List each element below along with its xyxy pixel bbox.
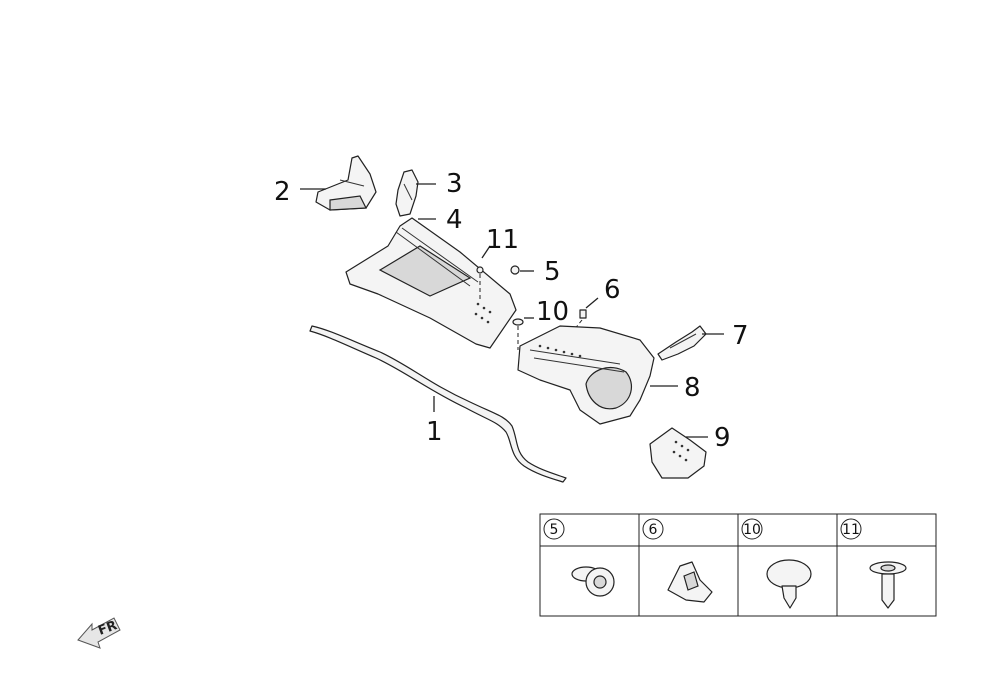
callout-9: 9	[714, 423, 731, 453]
legend-label-6: 6	[649, 522, 658, 538]
fastener-legend-table: 5 6 10 11	[539, 513, 937, 617]
callout-5: 5	[544, 257, 561, 287]
part-8-cowl-top-right	[517, 325, 655, 425]
rivet-clip-icon	[766, 559, 812, 609]
part-4-cowl-top-left	[345, 217, 517, 349]
part-11-clip-small	[476, 266, 484, 300]
callout-10: 10	[536, 297, 569, 327]
callout-4: 4	[446, 205, 463, 235]
legend-label-5: 5	[550, 522, 559, 538]
legend-cell-5: 5	[543, 518, 615, 597]
callout-2: 2	[274, 177, 291, 207]
part-9-corner-cover	[649, 427, 707, 479]
legend-cell-11: 11	[840, 518, 907, 609]
callout-3: 3	[446, 169, 463, 199]
legend-cell-10: 10	[741, 518, 812, 609]
part-2-side-cover	[315, 155, 377, 211]
callout-8: 8	[684, 373, 701, 403]
callout-11: 11	[486, 225, 519, 255]
part-10-clip-small	[512, 318, 524, 350]
legend-label-11: 11	[842, 522, 860, 538]
callout-6: 6	[604, 275, 621, 305]
part-1-weatherstrip-seal	[309, 325, 567, 483]
legend-label-10: 10	[743, 522, 761, 538]
callout-1: 1	[426, 417, 443, 447]
front-indicator-label: FR	[96, 618, 119, 639]
screw-clip-icon	[869, 561, 907, 609]
push-clip-icon	[571, 566, 615, 597]
part-5-clip-small	[510, 265, 520, 275]
callout-7: 7	[732, 321, 749, 351]
retainer-clip-icon	[667, 561, 713, 603]
front-direction-arrow-icon: FR	[77, 617, 121, 649]
part-3-bracket	[395, 169, 419, 217]
part-7-side-bracket	[657, 325, 707, 361]
legend-cell-6: 6	[642, 518, 713, 603]
